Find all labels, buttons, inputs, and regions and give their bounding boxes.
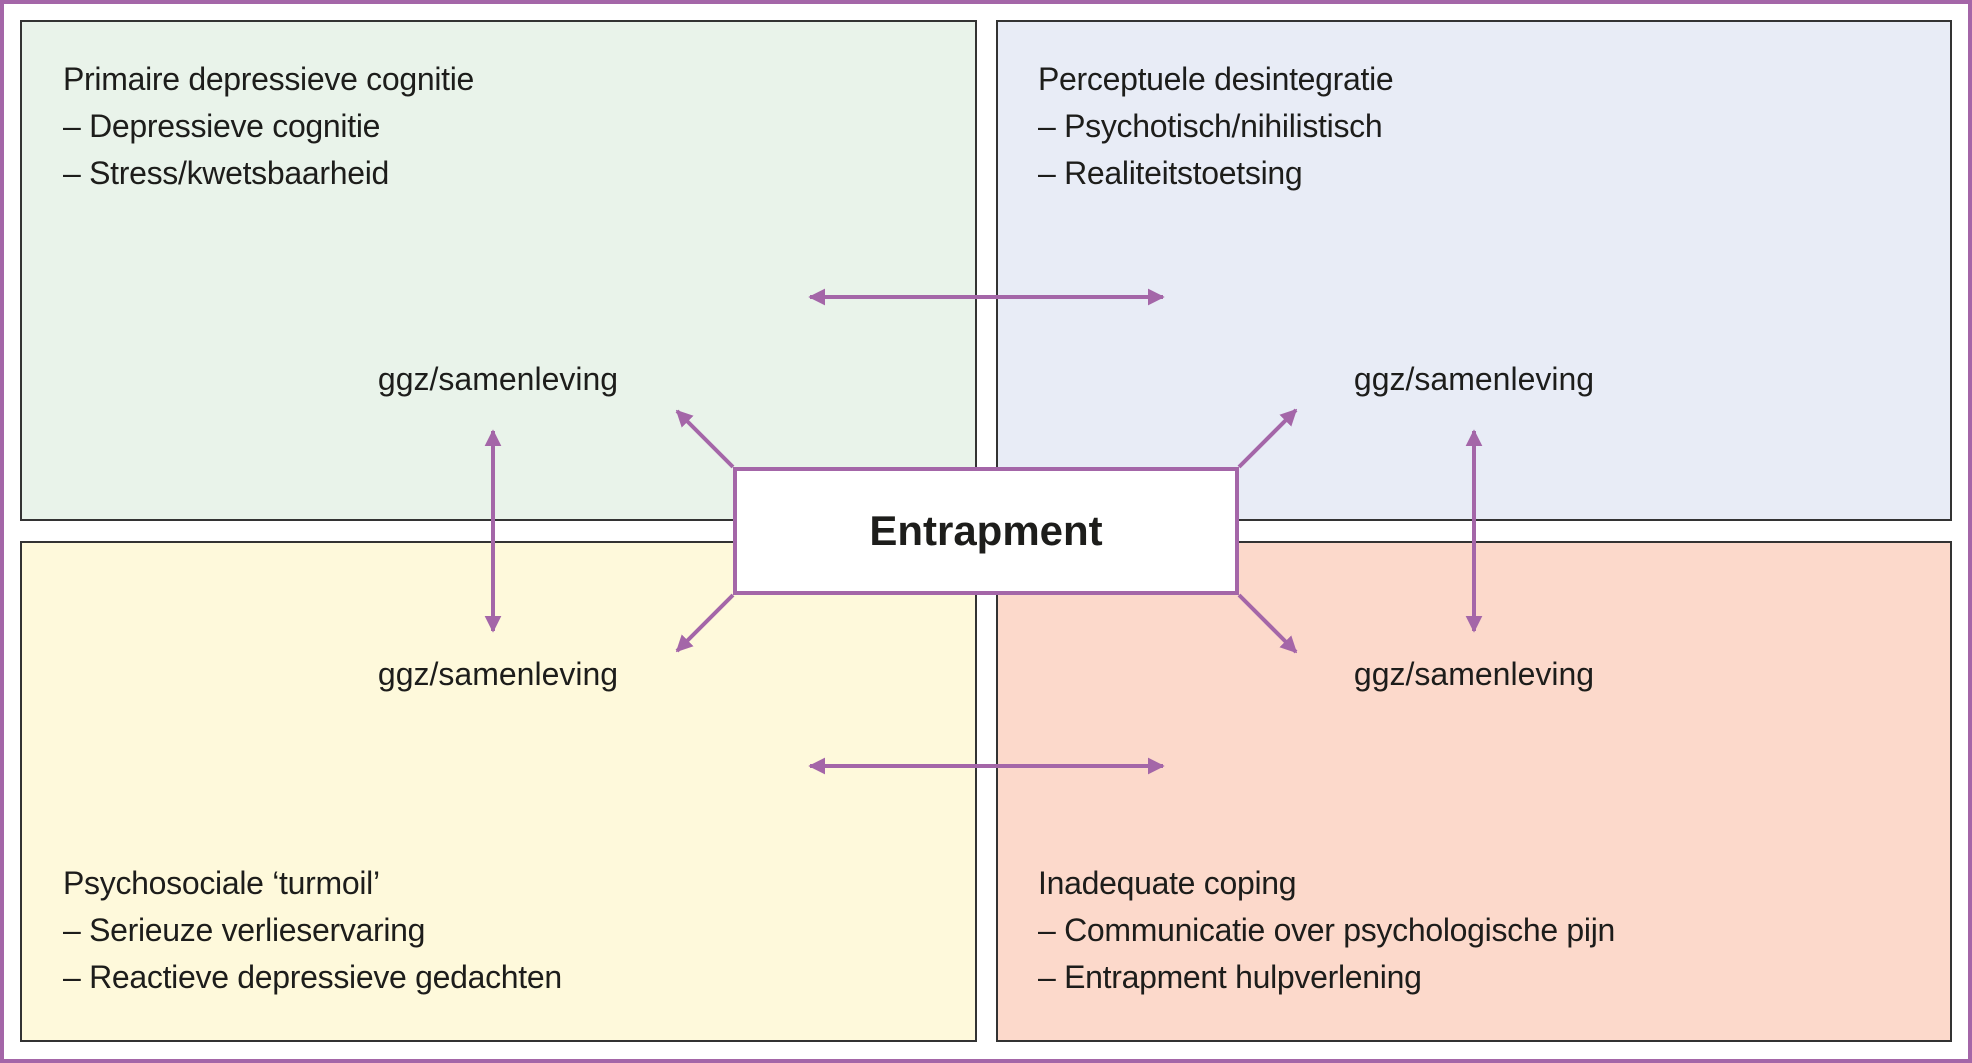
quadrant-item: – Depressieve cognitie — [63, 108, 381, 144]
arrow-center-to-top-left — [675, 409, 735, 469]
quadrant-item: – Communicatie over psychologische pijn — [1038, 912, 1616, 948]
quadrant-text-bottom-right: Inadequate coping – Communicatie over ps… — [1038, 860, 1615, 1001]
center-node: Entrapment — [733, 467, 1239, 595]
quadrant-item: – Realiteitstoetsing — [1038, 155, 1303, 191]
arrow-center-to-bottom-left — [675, 593, 735, 653]
quadrant-item: – Reactieve depressieve gedachten — [63, 959, 562, 995]
quadrant-item: – Psychotisch/nihilistisch — [1038, 108, 1383, 144]
quadrant-title: Primaire depressieve cognitie — [63, 61, 475, 97]
center-node-label: Entrapment — [869, 507, 1103, 554]
quadrant-title: Perceptuele desintegratie — [1038, 61, 1394, 97]
arrow-center-to-bottom-right — [1237, 593, 1298, 654]
quadrant-item: – Serieuze verlieservaring — [63, 912, 426, 948]
link-label-top-left: ggz/samenleving — [377, 361, 619, 397]
link-label-bottom-left: ggz/samenleving — [377, 656, 619, 692]
quadrant-text-bottom-left: Psychosociale ‘turmoil’ – Serieuze verli… — [63, 860, 562, 1001]
arrow-center-to-top-right — [1237, 408, 1298, 469]
quadrant-title: Psychosociale ‘turmoil’ — [63, 865, 380, 901]
quadrant-item: – Stress/kwetsbaarheid — [63, 155, 390, 191]
quadrant-title: Inadequate coping — [1038, 865, 1297, 901]
link-label-top-right: ggz/samenleving — [1353, 361, 1595, 397]
quadrant-item: – Entrapment hulpverlening — [1038, 959, 1422, 995]
link-label-bottom-right: ggz/samenleving — [1353, 656, 1595, 692]
quadrant-text-top-right: Perceptuele desintegratie – Psychotisch/… — [1038, 56, 1394, 197]
quadrant-text-top-left: Primaire depressieve cognitie – Depressi… — [63, 56, 474, 197]
